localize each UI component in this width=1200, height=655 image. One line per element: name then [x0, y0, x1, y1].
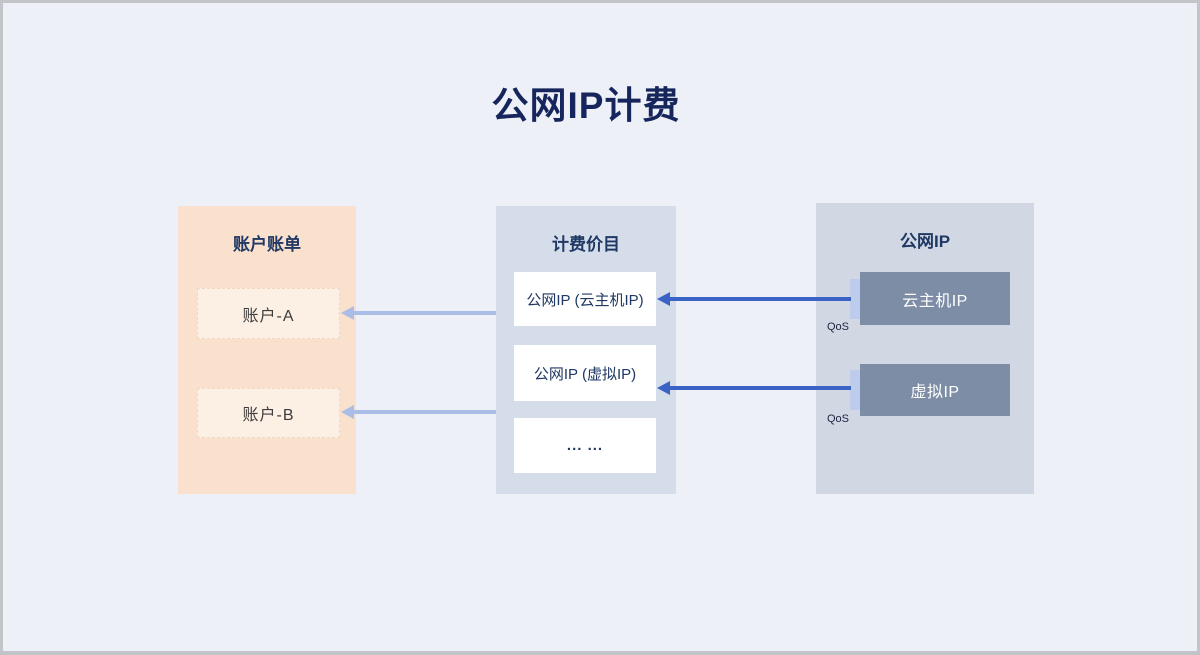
- arrow-cloud-host-to-pricing-head-icon: [657, 292, 670, 306]
- qos-port-cloud-host: [850, 279, 861, 319]
- qos-port-virtual-ip: [850, 370, 861, 410]
- node-account-b: 账户-B: [197, 388, 340, 438]
- node-account-a: 账户-A: [197, 288, 340, 339]
- node-virtual-ip: 虚拟IP: [860, 364, 1010, 416]
- qos-label-virtual-ip: QoS: [827, 413, 850, 425]
- panel-account-bills-title: 账户账单: [233, 235, 301, 254]
- panel-public-ip: 公网IP 云主机IP QoS 虚拟IP QoS: [816, 203, 1034, 494]
- diagram-title: 公网IP计费: [491, 85, 681, 126]
- arrow-pricing-to-account-a-line: [353, 311, 496, 315]
- qos-label-cloud-host: QoS: [827, 321, 850, 333]
- node-ellipsis: ... ...: [514, 418, 656, 473]
- panel-account-bills: 账户账单 账户-A 账户-B: [178, 206, 356, 494]
- arrow-pricing-to-account-a-head-icon: [341, 306, 354, 320]
- arrow-pricing-to-account-b-line: [353, 410, 496, 414]
- node-cloud-host-ip: 云主机IP: [860, 272, 1010, 325]
- arrow-pricing-to-account-b-head-icon: [341, 405, 354, 419]
- node-public-ip-cloud-host: 公网IP (云主机IP): [514, 272, 656, 326]
- arrow-virtual-ip-to-pricing-line: [669, 386, 851, 390]
- panel-public-ip-title: 公网IP: [899, 232, 951, 251]
- arrow-cloud-host-to-pricing-line: [669, 297, 851, 301]
- panel-billing-prices-title: 计费价目: [552, 235, 620, 254]
- node-public-ip-virtual: 公网IP (虚拟IP): [514, 345, 656, 401]
- panel-billing-prices: 计费价目 公网IP (云主机IP) 公网IP (虚拟IP) ... ...: [496, 206, 676, 494]
- arrow-virtual-ip-to-pricing-head-icon: [657, 381, 670, 395]
